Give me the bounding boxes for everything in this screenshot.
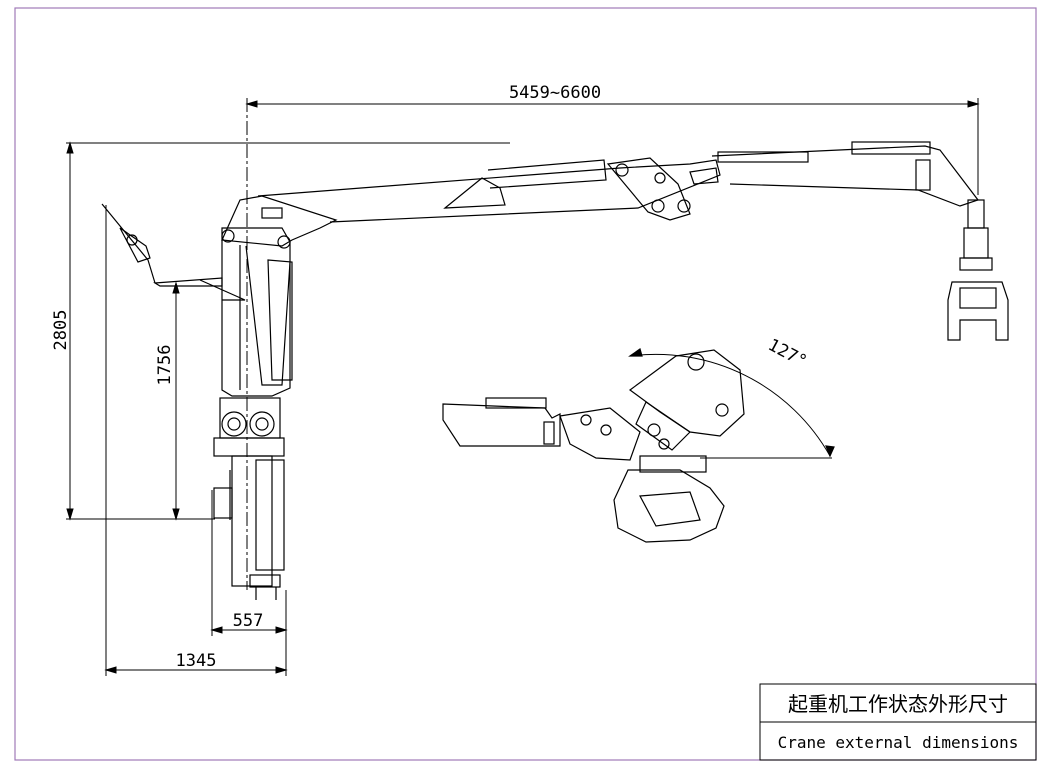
sheet-border xyxy=(14,7,1037,761)
height-pedestal-label: 1756 xyxy=(155,345,175,386)
width-total-label: 1345 xyxy=(176,651,217,671)
width-base-label: 557 xyxy=(233,611,264,631)
height-total-dimension xyxy=(66,141,510,521)
reach-dimension xyxy=(245,98,980,590)
height-total-label: 2805 xyxy=(51,310,71,351)
title-block-frame xyxy=(759,683,1037,761)
title-cn: 起重机工作状态外形尺寸 xyxy=(788,692,1008,716)
crane-main-view xyxy=(101,141,1009,600)
width-total-dimension xyxy=(104,205,288,676)
rotation-angle-label: 127° xyxy=(765,335,811,372)
reach-label: 5459~6600 xyxy=(509,83,601,103)
width-base-dimension xyxy=(210,490,288,676)
angle-arc xyxy=(629,353,831,457)
rotation-detail-view xyxy=(442,348,835,543)
title-en: Crane external dimensions xyxy=(778,733,1019,752)
height-pedestal-dimension xyxy=(172,281,180,521)
